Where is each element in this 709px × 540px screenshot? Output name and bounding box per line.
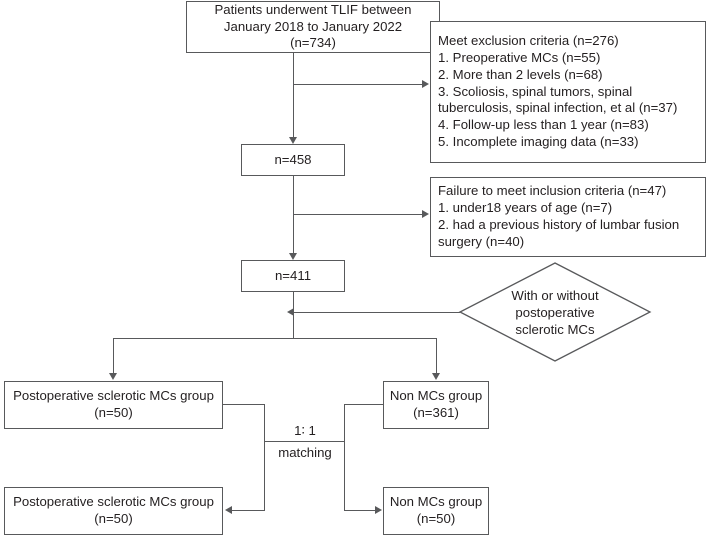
node-mcs-group-matched-line-1: Postoperative sclerotic MCs group xyxy=(13,494,214,510)
node-enrolled-line-3: (n=734) xyxy=(290,35,336,51)
node-exclusion-line-2: 1. Preoperative MCs (n=55) xyxy=(438,50,601,65)
node-exclusion-line-5: 4. Follow-up less than 1 year (n=83) xyxy=(438,117,649,133)
node-enrolled: Patients underwent TLIF between January … xyxy=(186,1,440,53)
arrowhead-to-after-inclusion xyxy=(289,253,297,260)
node-decision-text: With or without postoperative sclerotic … xyxy=(459,262,651,362)
connector-split-left-drop xyxy=(113,338,115,374)
node-exclusion-line-1: Meet exclusion criteria (n=276) xyxy=(438,33,619,49)
node-after-inclusion-label: n=411 xyxy=(274,267,312,283)
connector-mcs-matching-drop xyxy=(264,404,266,511)
connector-to-exclusion xyxy=(293,84,423,86)
node-non-mcs-group-line-2: (n=361) xyxy=(413,405,459,420)
node-decision-line-1: With or without xyxy=(511,287,599,303)
node-inclusion-failure: Failure to meet inclusion criteria (n=47… xyxy=(430,177,706,257)
node-non-mcs-group-line-1: Non MCs group xyxy=(389,388,483,404)
node-mcs-group: Postoperative sclerotic MCs group (n=50) xyxy=(4,381,223,429)
arrowhead-to-after-exclusion xyxy=(289,137,297,144)
arrowhead-to-mcs-group-matched xyxy=(225,506,232,514)
connector-decision-to-trunk xyxy=(294,312,460,314)
node-exclusion-line-6: 5. Incomplete imaging data (n=33) xyxy=(438,133,639,149)
node-exclusion-criteria: Meet exclusion criteria (n=276) 1. Preop… xyxy=(430,21,706,163)
node-enrolled-line-2: January 2018 to January 2022 xyxy=(223,18,403,34)
node-decision-line-3: sclerotic MCs xyxy=(515,321,595,337)
arrowhead-to-exclusion xyxy=(422,80,429,88)
node-decision-line-2: postoperative xyxy=(515,304,595,320)
node-inclusion-failure-line-2: 1. under18 years of age (n=7) xyxy=(438,200,613,216)
connector-mcs-matching-in xyxy=(232,510,265,512)
connector-split-bar xyxy=(113,338,437,340)
arrowhead-to-mcs-group xyxy=(109,373,117,380)
node-after-inclusion: n=411 xyxy=(241,260,345,292)
node-decision-diamond: With or without postoperative sclerotic … xyxy=(458,262,652,362)
arrowhead-decision-to-trunk xyxy=(287,308,294,316)
connector-matching-bridge xyxy=(264,441,345,443)
arrowhead-to-non-mcs-group xyxy=(432,373,440,380)
connector-split-right-drop xyxy=(436,338,438,374)
connector-non-mcs-group-out xyxy=(344,404,384,406)
node-mcs-group-matched: Postoperative sclerotic MCs group (n=50) xyxy=(4,487,223,535)
connector-non-mcs-matching-in xyxy=(344,510,376,512)
node-inclusion-failure-line-3: 2. had a previous history of lumbar fusi… xyxy=(438,217,680,249)
connector-non-mcs-matching-drop xyxy=(344,404,346,511)
diamond-shape-icon xyxy=(458,262,652,362)
arrowhead-to-inclusion-failure xyxy=(422,210,429,218)
node-mcs-group-matched-line-2: (n=50) xyxy=(94,511,133,526)
arrowhead-to-non-mcs-group-matched xyxy=(375,506,382,514)
node-after-exclusion-label: n=458 xyxy=(274,151,312,167)
node-non-mcs-group-matched-line-1: Non MCs group xyxy=(389,494,483,510)
node-inclusion-failure-line-1: Failure to meet inclusion criteria (n=47… xyxy=(438,183,667,199)
node-mcs-group-line-2: (n=50) xyxy=(94,405,133,420)
node-after-exclusion: n=458 xyxy=(241,144,345,176)
node-non-mcs-group: Non MCs group (n=361) xyxy=(383,381,489,429)
connector-enrolled-trunk xyxy=(293,53,295,138)
node-exclusion-line-3: 2. More than 2 levels (n=68) xyxy=(438,66,603,82)
edge-label-matching: matching xyxy=(270,445,340,461)
edge-label-ratio: 1∶ 1 xyxy=(272,423,338,439)
connector-to-inclusion-failure xyxy=(293,214,423,216)
node-exclusion-line-4: 3. Scoliosis, spinal tumors, spinal tube… xyxy=(438,83,678,116)
node-non-mcs-group-matched-line-2: (n=50) xyxy=(416,511,456,526)
node-mcs-group-line-1: Postoperative sclerotic MCs group xyxy=(13,388,214,404)
node-enrolled-line-1: Patients underwent TLIF between xyxy=(214,1,412,17)
node-non-mcs-group-matched: Non MCs group (n=50) xyxy=(383,487,489,535)
connector-mcs-group-out xyxy=(223,404,265,406)
